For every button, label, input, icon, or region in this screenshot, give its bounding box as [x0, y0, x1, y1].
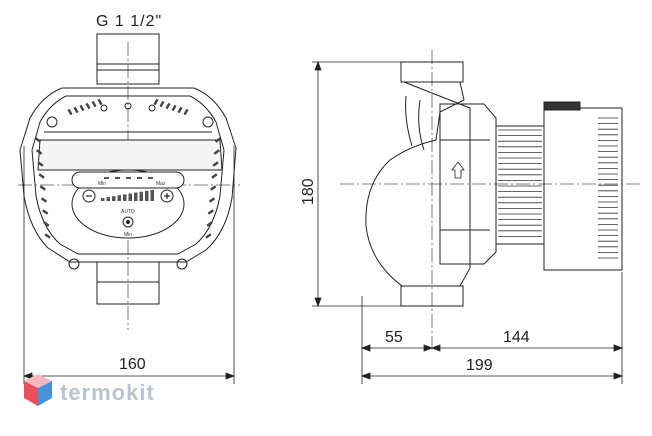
cooling-slot: [207, 209, 214, 215]
motor-housing: [439, 103, 497, 265]
cooling-slot: [34, 137, 42, 143]
cooling-slot: [67, 108, 73, 116]
cooling-slot: [205, 233, 212, 239]
cooling-slot: [177, 106, 183, 114]
cooling-slot: [211, 173, 218, 179]
level-bar: [145, 190, 149, 201]
level-bar: [139, 191, 143, 201]
front-width-dimension: [22, 146, 236, 384]
level-bar: [101, 198, 105, 201]
flow-arrow-icon: [451, 161, 465, 179]
minus-button-icon[interactable]: [82, 189, 96, 203]
cooling-slot: [43, 221, 50, 227]
screw-top-right: [202, 116, 214, 128]
panel-mode-label: Min: [124, 232, 132, 238]
cooling-slot: [171, 104, 177, 112]
cooling-slot: [42, 209, 49, 215]
level-bar: [150, 189, 154, 201]
cooling-slot: [206, 221, 213, 227]
level-bar: [128, 193, 132, 201]
cooling-slot: [36, 149, 43, 155]
cooling-slot: [73, 106, 79, 114]
dim-height-180: 180: [300, 178, 317, 205]
cooling-slot: [208, 197, 216, 203]
panel-max-label: Max: [156, 181, 166, 187]
panel-details: Min Max AUTO Min: [82, 177, 174, 238]
indicator-led: [126, 177, 131, 179]
panel-auto-label: AUTO: [121, 209, 135, 215]
plus-button-icon[interactable]: [160, 189, 174, 203]
cooling-slot: [210, 185, 217, 191]
cooling-slot: [37, 161, 44, 167]
side-fins: [498, 129, 542, 237]
screw-bottom-left: [68, 258, 80, 270]
cooling-slot: [40, 197, 48, 203]
cooling-slot: [79, 104, 85, 112]
control-head-top: [543, 101, 581, 111]
volute-body: [365, 81, 471, 287]
level-bar: [134, 192, 138, 201]
finned-section: [495, 125, 545, 245]
cooling-slot: [214, 137, 222, 143]
front-housing: [19, 87, 237, 263]
level-bar: [117, 195, 121, 201]
cooling-slot: [153, 98, 159, 106]
cooling-slot: [91, 100, 97, 108]
indicator-led: [104, 177, 109, 179]
dim-depth-199: 199: [466, 357, 493, 374]
cooling-slot: [212, 161, 219, 167]
dim-depth-144: 144: [503, 329, 530, 346]
cooling-slot: [39, 185, 46, 191]
screw-top-left: [46, 116, 58, 128]
termokit-logo: termokit: [24, 374, 155, 406]
depth-dimensions: [360, 272, 624, 384]
cooling-slot: [183, 108, 189, 116]
thread-label: G 1 1/2": [96, 13, 162, 30]
level-bar: [112, 196, 116, 201]
cooling-slot: [97, 98, 103, 106]
panel-min-label: Min: [98, 181, 106, 187]
head-vents: [598, 117, 618, 259]
cooling-slot: [165, 102, 171, 110]
indicator-led: [115, 177, 120, 179]
cooling-slot: [44, 233, 51, 239]
display-window: [37, 139, 223, 171]
front-view: [18, 33, 240, 330]
cooling-slot: [38, 173, 45, 179]
level-bar: [123, 194, 127, 201]
cooling-slot: [159, 100, 165, 108]
cooling-slot: [213, 149, 220, 155]
mode-button-icon[interactable]: [122, 216, 134, 228]
side-view: [340, 50, 640, 350]
front-cooling-slots: [34, 98, 222, 239]
dim-width-160: 160: [119, 356, 146, 373]
level-bars: [101, 177, 154, 201]
indicator-led: [137, 177, 142, 179]
screw-bottom-right: [176, 258, 188, 270]
height-dimension: [312, 60, 402, 308]
control-head: [543, 107, 623, 271]
dim-depth-55: 55: [385, 329, 403, 346]
cooling-slot: [85, 102, 91, 110]
cube-logo-icon: [24, 374, 52, 406]
logo-text: termokit: [60, 380, 155, 405]
indicator-led: [148, 177, 153, 179]
level-bar: [106, 197, 110, 201]
